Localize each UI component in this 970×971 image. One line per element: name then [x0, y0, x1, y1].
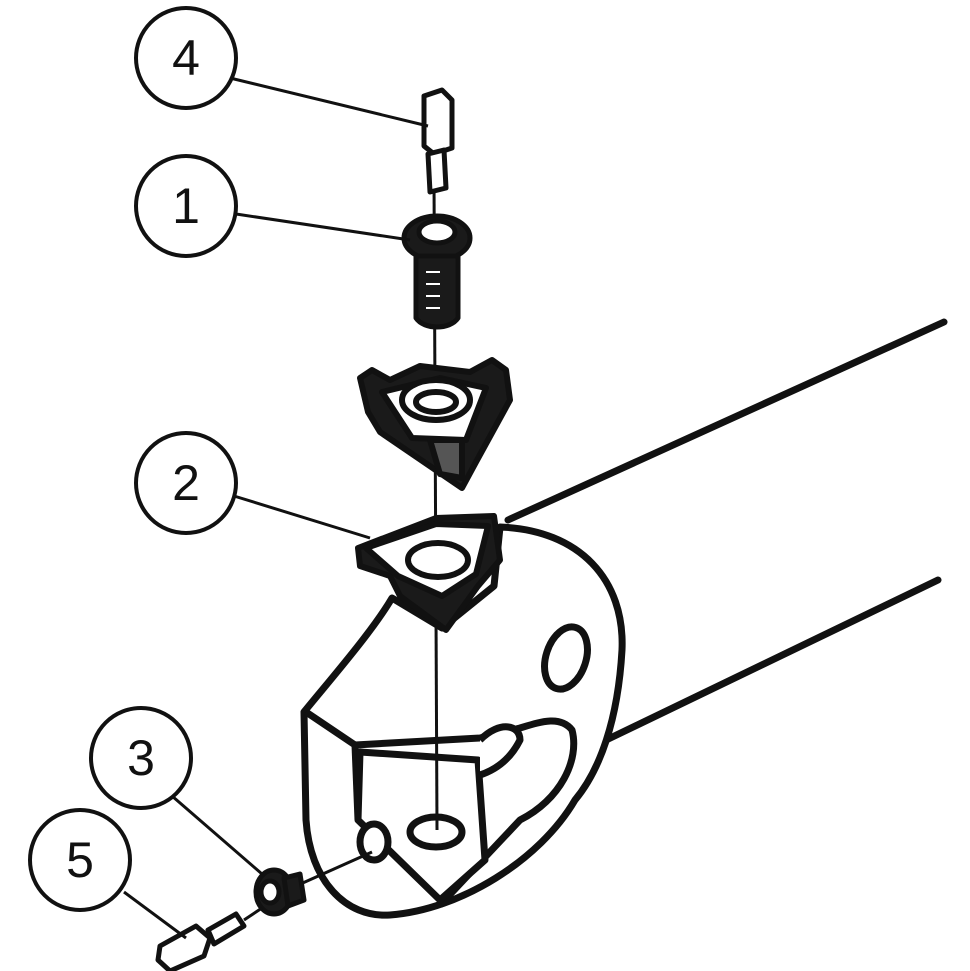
shank-top-edge — [504, 318, 948, 524]
leader-3 — [171, 794, 263, 876]
key-part-5 — [155, 906, 263, 971]
callout-label: 4 — [172, 30, 200, 86]
key-5-head — [155, 923, 213, 971]
leader-2 — [233, 494, 371, 540]
callout-label: 3 — [127, 730, 155, 786]
shim-part-2 — [355, 513, 503, 633]
screw-3-thread — [281, 871, 307, 909]
callout-4: 4 — [134, 6, 238, 110]
screw-thread-marks — [426, 271, 440, 309]
leader-5 — [123, 890, 187, 940]
side-screw-hole — [356, 820, 392, 864]
screw-socket — [416, 218, 458, 246]
key-head — [421, 87, 455, 157]
leader-1 — [235, 212, 411, 242]
callout-circle — [28, 808, 132, 912]
threading-insert — [357, 357, 513, 491]
shim-hole — [405, 540, 471, 580]
head-front-face — [304, 709, 578, 908]
insert-flank — [427, 437, 465, 481]
callout-label: 2 — [172, 455, 200, 511]
screw-part-1 — [401, 213, 473, 330]
key-part-4 — [421, 87, 455, 195]
key-tip — [425, 147, 449, 195]
screw-thread — [413, 253, 461, 330]
callout-1: 1 — [134, 154, 238, 258]
callout-label: 1 — [172, 178, 200, 234]
callout-circle — [134, 154, 238, 258]
callout-3: 3 — [89, 706, 193, 810]
leader-lines — [123, 76, 429, 940]
key-5-tip — [205, 911, 247, 947]
callout-circle — [134, 431, 238, 535]
screw-3-axis — [295, 850, 373, 888]
tool-shank — [504, 318, 948, 746]
tool-head — [300, 523, 626, 919]
shank-bottom-edge — [598, 576, 942, 746]
callout-label: 5 — [66, 832, 94, 888]
screw-3-socket — [258, 878, 282, 906]
callout-5: 5 — [28, 808, 132, 912]
insert-hole-inner — [413, 389, 459, 415]
callout-circle — [134, 6, 238, 110]
callout-2: 2 — [134, 431, 238, 535]
callout-circle — [89, 706, 193, 810]
coolant-hole — [541, 623, 591, 693]
chip-groove — [477, 723, 524, 779]
key-5-axis — [243, 906, 263, 922]
screw-part-3 — [253, 850, 373, 917]
leader-4 — [229, 76, 429, 128]
